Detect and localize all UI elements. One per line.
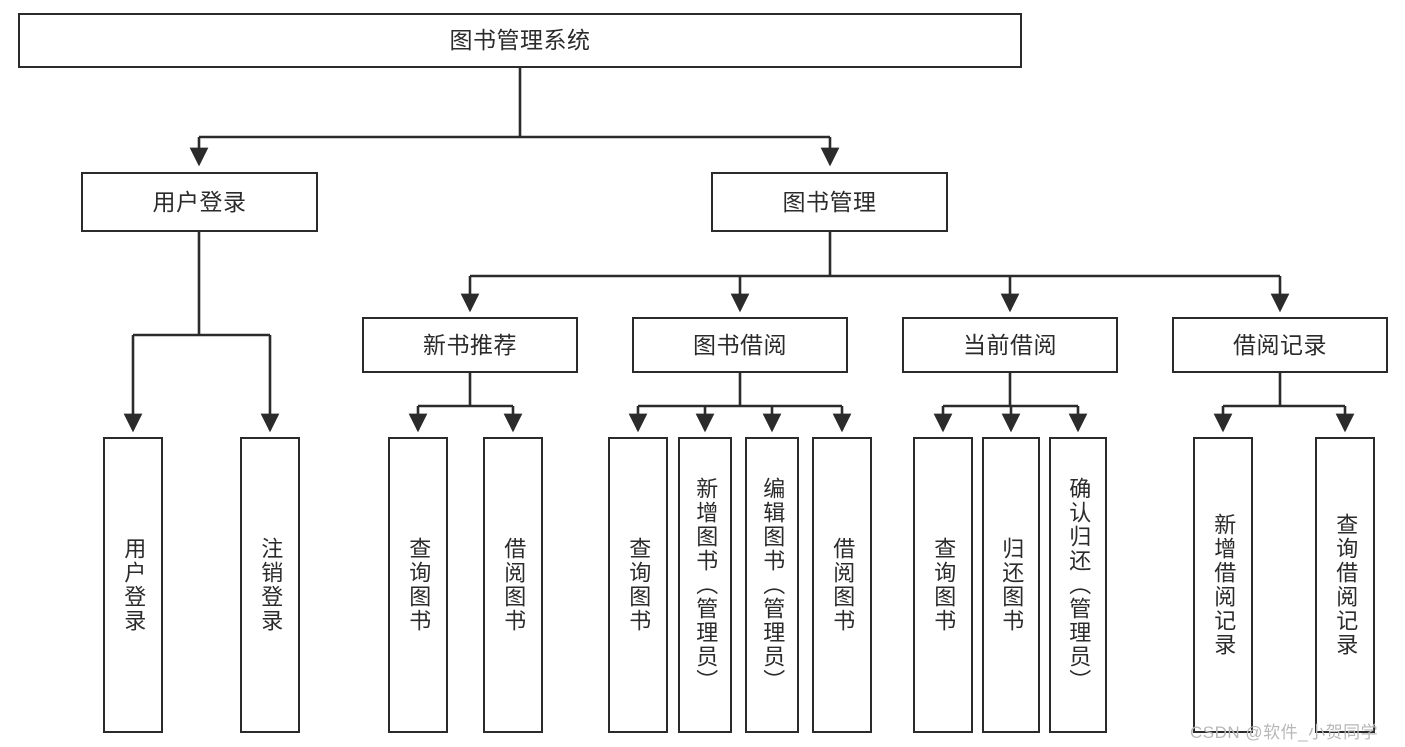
leaf-query-book-2-label: 查询图书 [626,537,652,633]
node-root-label: 图书管理系统 [449,27,591,54]
node-new-book-recommend-label: 新书推荐 [423,331,517,358]
leaf-logout-label: 注销登录 [258,537,284,633]
leaf-edit-book[interactable]: 编辑图书（管理员） [745,437,799,733]
node-book-borrow[interactable]: 图书借阅 [632,317,848,373]
leaf-add-record[interactable]: 新增借阅记录 [1193,437,1253,733]
node-borrow-record-label: 借阅记录 [1233,331,1327,358]
leaf-query-book-1[interactable]: 查询图书 [388,437,448,733]
node-book-manage-label: 图书管理 [782,188,877,215]
leaf-borrow-book-2-label: 借阅图书 [830,537,856,633]
leaf-borrow-book-1[interactable]: 借阅图书 [483,437,543,733]
node-user-login[interactable]: 用户登录 [81,172,318,232]
leaf-add-book[interactable]: 新增图书（管理员） [678,437,732,733]
leaf-query-record-label: 查询借阅记录 [1333,513,1359,657]
leaf-add-book-label: 新增图书（管理员） [693,477,719,693]
leaf-query-book-2[interactable]: 查询图书 [608,437,668,733]
leaf-query-book-1-label: 查询图书 [406,537,432,633]
node-current-borrow[interactable]: 当前借阅 [902,317,1118,373]
leaf-confirm-return[interactable]: 确认归还（管理员） [1049,437,1107,733]
leaf-edit-book-label: 编辑图书（管理员） [760,477,786,693]
node-user-login-label: 用户登录 [152,188,247,215]
leaf-user-login-label: 用户登录 [121,537,147,633]
node-current-borrow-label: 当前借阅 [963,331,1057,358]
leaf-query-book-3-label: 查询图书 [931,537,957,633]
node-root[interactable]: 图书管理系统 [18,13,1022,68]
node-borrow-record[interactable]: 借阅记录 [1172,317,1388,373]
leaf-return-book-label: 归还图书 [999,537,1025,633]
node-new-book-recommend[interactable]: 新书推荐 [362,317,578,373]
leaf-borrow-book-2[interactable]: 借阅图书 [812,437,872,733]
node-book-manage[interactable]: 图书管理 [711,172,948,232]
leaf-query-book-3[interactable]: 查询图书 [913,437,973,733]
node-book-borrow-label: 图书借阅 [693,331,787,358]
leaf-return-book[interactable]: 归还图书 [982,437,1040,733]
leaf-query-record[interactable]: 查询借阅记录 [1315,437,1375,733]
leaf-add-record-label: 新增借阅记录 [1211,513,1237,657]
leaf-user-login[interactable]: 用户登录 [103,437,163,733]
leaf-borrow-book-1-label: 借阅图书 [501,537,527,633]
leaf-confirm-return-label: 确认归还（管理员） [1066,477,1092,693]
watermark-text: CSDN @软件_小贺同学 [1190,723,1379,742]
leaf-logout[interactable]: 注销登录 [240,437,300,733]
